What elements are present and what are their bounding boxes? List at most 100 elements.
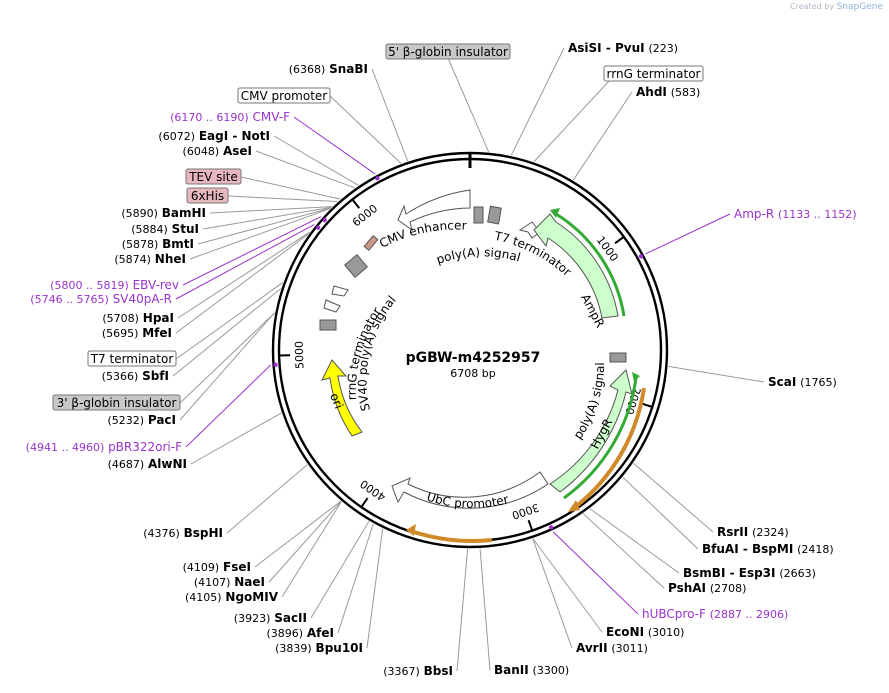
feature-box-label xyxy=(87,350,177,367)
site-name: SacII xyxy=(274,611,307,625)
site-label-left: (4109) FseI xyxy=(183,560,251,574)
site-leader xyxy=(189,208,331,260)
site-name: NaeI xyxy=(234,575,265,589)
primer-marker xyxy=(548,525,554,530)
ruler-tick-label: 3000 xyxy=(510,501,541,522)
site-position: (3300) xyxy=(533,664,570,677)
site-position: (4687) xyxy=(108,458,145,471)
site-leader xyxy=(456,548,469,672)
site-name: FseI xyxy=(223,560,251,574)
site-name: AvrII xyxy=(576,641,608,655)
site-label-right: PshAI (2708) xyxy=(668,581,746,595)
credit-prefix: Created by xyxy=(790,2,835,11)
site-position: (5695) xyxy=(102,327,139,340)
site-name: AhdI xyxy=(636,85,667,99)
feature-box-text: 5' β-globin insulator xyxy=(388,45,508,59)
primer-name: hUBCpro-F xyxy=(642,607,706,621)
site-leader xyxy=(268,501,342,583)
hygr-arrow[interactable] xyxy=(549,369,633,493)
site-leader xyxy=(254,500,342,568)
feature-box-label xyxy=(52,394,181,411)
site-leader xyxy=(190,412,282,465)
plasmid-size: 6708 bp xyxy=(450,367,495,380)
primer-name: pBR322ori-F xyxy=(108,440,182,454)
site-name: AsiSI - PvuI xyxy=(568,41,645,55)
primer-label: Amp-R (1133 .. 1152) xyxy=(734,207,857,221)
site-position: (5232) xyxy=(107,414,144,427)
ampr-arrow[interactable] xyxy=(533,213,619,319)
ori-arrow[interactable] xyxy=(321,359,363,437)
orange-arrow-right xyxy=(572,387,646,510)
site-leader xyxy=(622,476,699,550)
site-leader xyxy=(479,548,491,671)
feature-leader xyxy=(175,282,284,360)
site-name: SbfI xyxy=(142,369,169,383)
site-label-left: (3839) Bpu10I xyxy=(275,641,363,655)
site-position: (3011) xyxy=(611,642,648,655)
site-name: BanII xyxy=(494,663,529,677)
feature-box-label xyxy=(385,43,511,60)
site-position: (6048) xyxy=(183,145,220,158)
primer-name: EBV-rev xyxy=(133,278,179,292)
site-leader xyxy=(532,538,603,633)
site-position: (5884) xyxy=(131,223,168,236)
site-leader xyxy=(510,47,565,156)
t7-top-box xyxy=(487,205,502,225)
site-leader xyxy=(209,206,333,214)
site-position: (1765) xyxy=(800,376,837,389)
ruler-tick-label: 1000 xyxy=(594,234,621,264)
site-position: (2708) xyxy=(710,582,747,595)
ubc-promoter-arrow[interactable] xyxy=(391,471,549,509)
site-leader xyxy=(226,464,308,534)
primer-marker xyxy=(315,225,321,230)
orange-arrow-right-head xyxy=(568,500,580,512)
site-label-left: (5884) StuI xyxy=(131,222,199,236)
site-label-right: AhdI (583) xyxy=(636,85,700,99)
site-position: (6368) xyxy=(289,63,326,76)
ruler-tick-label: 5000 xyxy=(293,341,307,369)
left-gray-box xyxy=(319,319,337,331)
cmv-enhancer-arrow[interactable] xyxy=(397,189,471,232)
site-position: (583) xyxy=(671,86,701,99)
primer-label: (6170 .. 6190) CMV-F xyxy=(170,110,290,124)
orange-arrow-bottom-head xyxy=(406,524,416,536)
ampr-orf-head xyxy=(550,208,560,218)
site-leader xyxy=(202,206,332,230)
feature-leader xyxy=(329,95,402,164)
site-name: MfeI xyxy=(142,326,172,340)
site-label-left: (5232) PacI xyxy=(107,413,176,427)
plasmid-name: pGBW-m4252957 xyxy=(406,350,541,366)
site-name: StuI xyxy=(172,222,199,236)
site-name: AseI xyxy=(223,144,252,158)
site-name: BamHI xyxy=(162,206,206,220)
site-name: BspHI xyxy=(184,526,223,540)
feature-box-label xyxy=(237,87,331,104)
snapgene-credit: Created by SnapGene xyxy=(790,2,883,12)
site-label-left: (3923) SacII xyxy=(234,611,307,625)
site-position: (3367) xyxy=(383,665,420,678)
site-leader xyxy=(589,508,680,574)
site-position: (5708) xyxy=(102,312,139,325)
primer-range: (2887 .. 2906) xyxy=(710,608,789,621)
cmv-enhancer-label: CMV enhancer xyxy=(377,218,467,250)
hygr-orf xyxy=(563,377,638,500)
site-name: AfeI xyxy=(307,626,334,640)
site-leader xyxy=(255,150,355,189)
feature-leader xyxy=(447,57,490,153)
svg-text:CMV enhancer: CMV enhancer xyxy=(377,218,467,250)
feature-box-text: CMV promoter xyxy=(241,89,328,103)
orange-arrow-bottom xyxy=(413,530,493,543)
site-label-left: (6072) EagI - NotI xyxy=(158,129,270,143)
primer-label: (5746 .. 5765) SV40pA-R xyxy=(30,292,172,306)
ruler-tick xyxy=(614,236,625,245)
site-name: EcoNI xyxy=(606,625,644,639)
site-name: ScaI xyxy=(768,375,796,389)
site-label-left: (6048) AseI xyxy=(183,144,252,158)
site-position: (2418) xyxy=(797,543,834,556)
site-position: (4105) xyxy=(185,591,222,604)
site-label-right: BanII (3300) xyxy=(494,663,569,677)
feature-box-text: rrnG terminator xyxy=(607,67,701,81)
site-position: (4376) xyxy=(143,527,180,540)
site-leader xyxy=(582,513,665,589)
